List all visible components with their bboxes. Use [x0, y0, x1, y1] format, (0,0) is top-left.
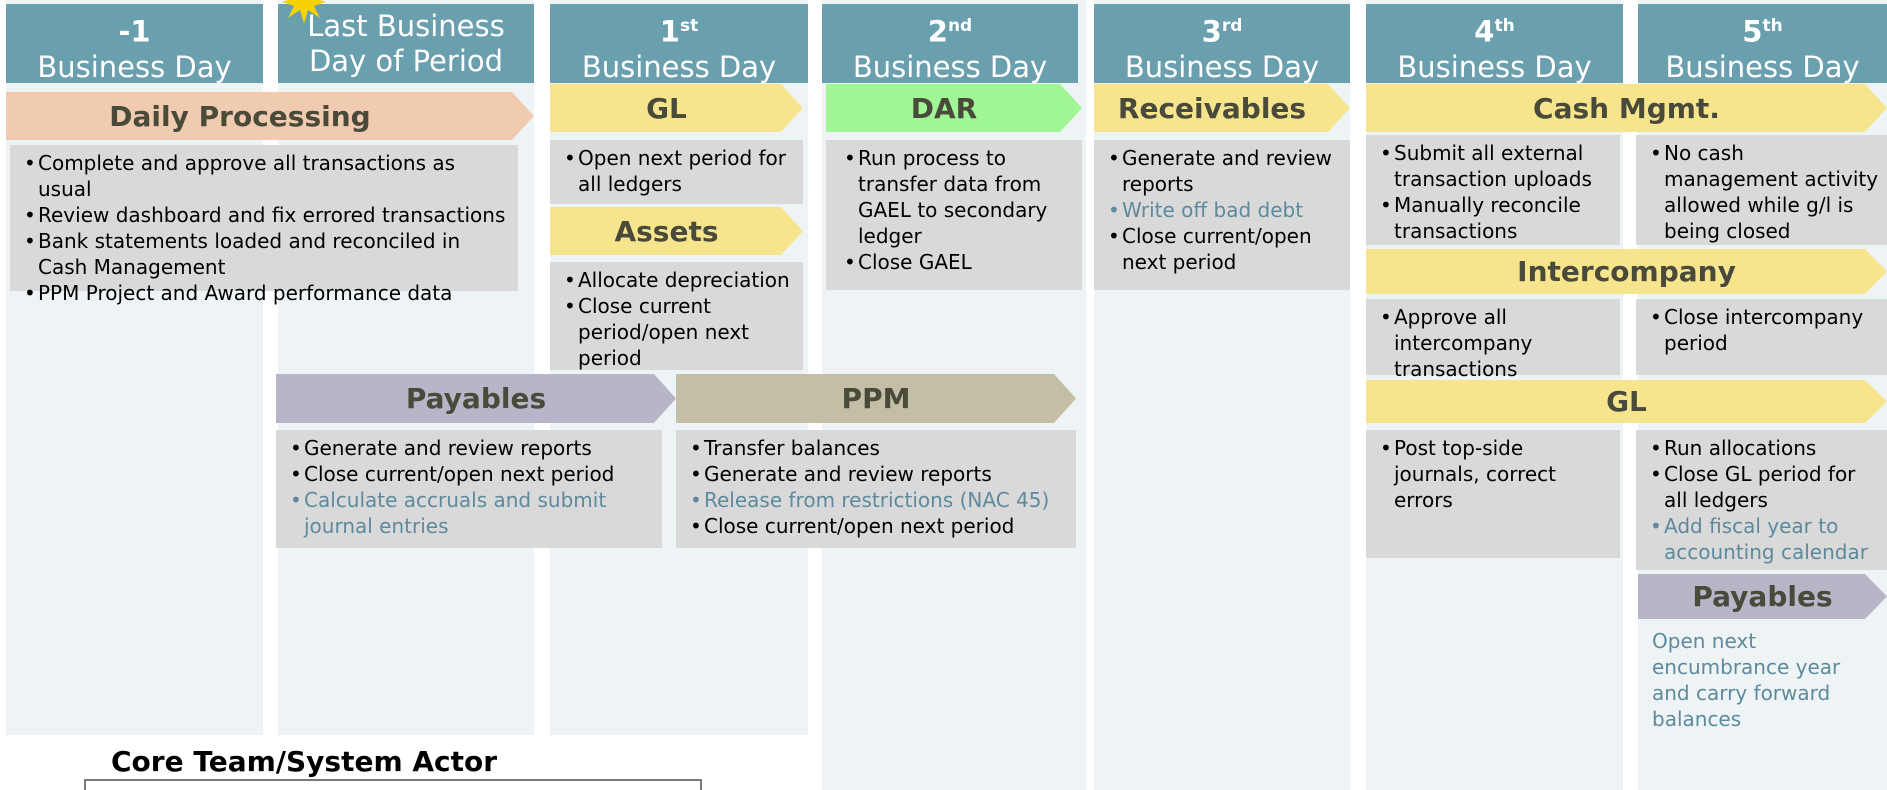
column-header-5th: 5th Business Day: [1638, 4, 1887, 84]
task-list: Run allocationsClose GL period for all l…: [1650, 435, 1879, 565]
task-list: Open next period for all ledgers: [564, 145, 795, 197]
task-list: Run process to transfer data from GAEL t…: [844, 145, 1074, 275]
tasks-receivables: Generate and review reportsWrite off bad…: [1094, 140, 1350, 290]
task-list: Open next encumbrance year and carry for…: [1652, 628, 1879, 732]
banner-gl-1st: GL: [550, 84, 803, 132]
task-item: Release from restrictions (NAC 45): [690, 487, 1068, 513]
banner-daily-processing: Daily Processing: [6, 92, 534, 140]
tasks-cash-5th: No cash management activity allowed whil…: [1636, 135, 1887, 245]
task-item: Bank statements loaded and reconciled in…: [24, 228, 510, 280]
task-item: Submit all external transaction uploads: [1380, 140, 1612, 192]
tasks-gl-1st: Open next period for all ledgers: [550, 140, 803, 204]
task-list: Generate and review reportsClose current…: [290, 435, 654, 539]
task-list: Submit all external transaction uploadsM…: [1380, 140, 1612, 244]
task-item: Run process to transfer data from GAEL t…: [844, 145, 1074, 249]
task-item: Complete and approve all transactions as…: [24, 150, 510, 202]
starburst-icon: [282, 0, 326, 24]
banner-payables-last: Payables: [276, 374, 676, 423]
task-item: Open next encumbrance year and carry for…: [1652, 629, 1841, 731]
task-item: Close current/open next period: [290, 461, 654, 487]
banner-dar: DAR: [826, 84, 1082, 132]
column-header-2nd: 2nd Business Day: [822, 4, 1078, 84]
task-list: Allocate depreciationClose current perio…: [564, 267, 795, 371]
task-item: Allocate depreciation: [564, 267, 795, 293]
legend-box: [84, 779, 702, 790]
tasks-payables-5th: Open next encumbrance year and carry for…: [1638, 625, 1887, 735]
banner-gl-4th: GL: [1366, 380, 1887, 423]
tasks-daily-processing: Complete and approve all transactions as…: [10, 145, 518, 306]
task-item: Manually reconcile transactions: [1380, 192, 1612, 244]
banner-cash-mgmt: Cash Mgmt.: [1366, 84, 1887, 132]
column-header-4th: 4th Business Day: [1366, 4, 1623, 84]
task-item: Transfer balances: [690, 435, 1068, 461]
task-item: Generate and review reports: [290, 435, 654, 461]
tasks-intercompany-5th: Close intercompany period: [1636, 299, 1887, 375]
task-list: Generate and review reportsWrite off bad…: [1108, 145, 1342, 275]
tasks-intercompany-4th: Approve all intercompany transactions: [1366, 299, 1620, 381]
task-item: Add fiscal year to accounting calendar: [1650, 513, 1879, 565]
column-header-3rd: 3rd Business Day: [1094, 4, 1350, 84]
legend-title: Core Team/System Actor: [111, 745, 498, 778]
task-item: Calculate accruals and submit journal en…: [290, 487, 654, 539]
task-item: Close intercompany period: [1650, 304, 1879, 356]
banner-assets: Assets: [550, 207, 803, 255]
tasks-gl-4th: Post top-side journals, correct errors: [1366, 430, 1620, 558]
task-item: Close GAEL: [844, 249, 1074, 275]
task-item: Review dashboard and fix errored transac…: [24, 202, 510, 228]
task-list: Transfer balancesGenerate and review rep…: [690, 435, 1068, 539]
task-list: No cash management activity allowed whil…: [1650, 140, 1879, 244]
task-item: No cash management activity allowed whil…: [1650, 140, 1879, 244]
task-item: Close current/open next period: [690, 513, 1068, 539]
task-list: Approve all intercompany transactions: [1380, 304, 1612, 382]
task-list: Post top-side journals, correct errors: [1380, 435, 1612, 513]
column-header-minus1: -1 Business Day: [6, 4, 263, 84]
tasks-gl-5th: Run allocationsClose GL period for all l…: [1636, 430, 1887, 570]
tasks-cash-4th: Submit all external transaction uploadsM…: [1366, 135, 1620, 245]
task-item: Generate and review reports: [690, 461, 1068, 487]
banner-receivables: Receivables: [1094, 84, 1350, 132]
task-item: Run allocations: [1650, 435, 1879, 461]
task-item: Generate and review reports: [1108, 145, 1342, 197]
tasks-dar: Run process to transfer data from GAEL t…: [826, 140, 1082, 290]
column-header-1st: 1st Business Day: [550, 4, 808, 84]
task-item: Close current/open next period: [1108, 223, 1342, 275]
task-item: PPM Project and Award performance data: [24, 280, 510, 306]
task-list: Close intercompany period: [1650, 304, 1879, 356]
task-item: Write off bad debt: [1108, 197, 1342, 223]
task-list: Complete and approve all transactions as…: [24, 150, 510, 306]
tasks-payables-last: Generate and review reportsClose current…: [276, 430, 662, 548]
tasks-ppm: Transfer balancesGenerate and review rep…: [676, 430, 1076, 548]
task-item: Close GL period for all ledgers: [1650, 461, 1879, 513]
tasks-assets: Allocate depreciationClose current perio…: [550, 262, 803, 370]
banner-ppm: PPM: [676, 374, 1076, 423]
task-item: Close current period/open next period: [564, 293, 795, 371]
banner-intercompany: Intercompany: [1366, 249, 1887, 294]
task-item: Approve all intercompany transactions: [1380, 304, 1612, 382]
column-header-last-business-day: Last Business Day of Period: [278, 4, 534, 83]
task-item: Post top-side journals, correct errors: [1380, 435, 1612, 513]
task-item: Open next period for all ledgers: [564, 145, 795, 197]
banner-payables-5th: Payables: [1638, 574, 1887, 619]
